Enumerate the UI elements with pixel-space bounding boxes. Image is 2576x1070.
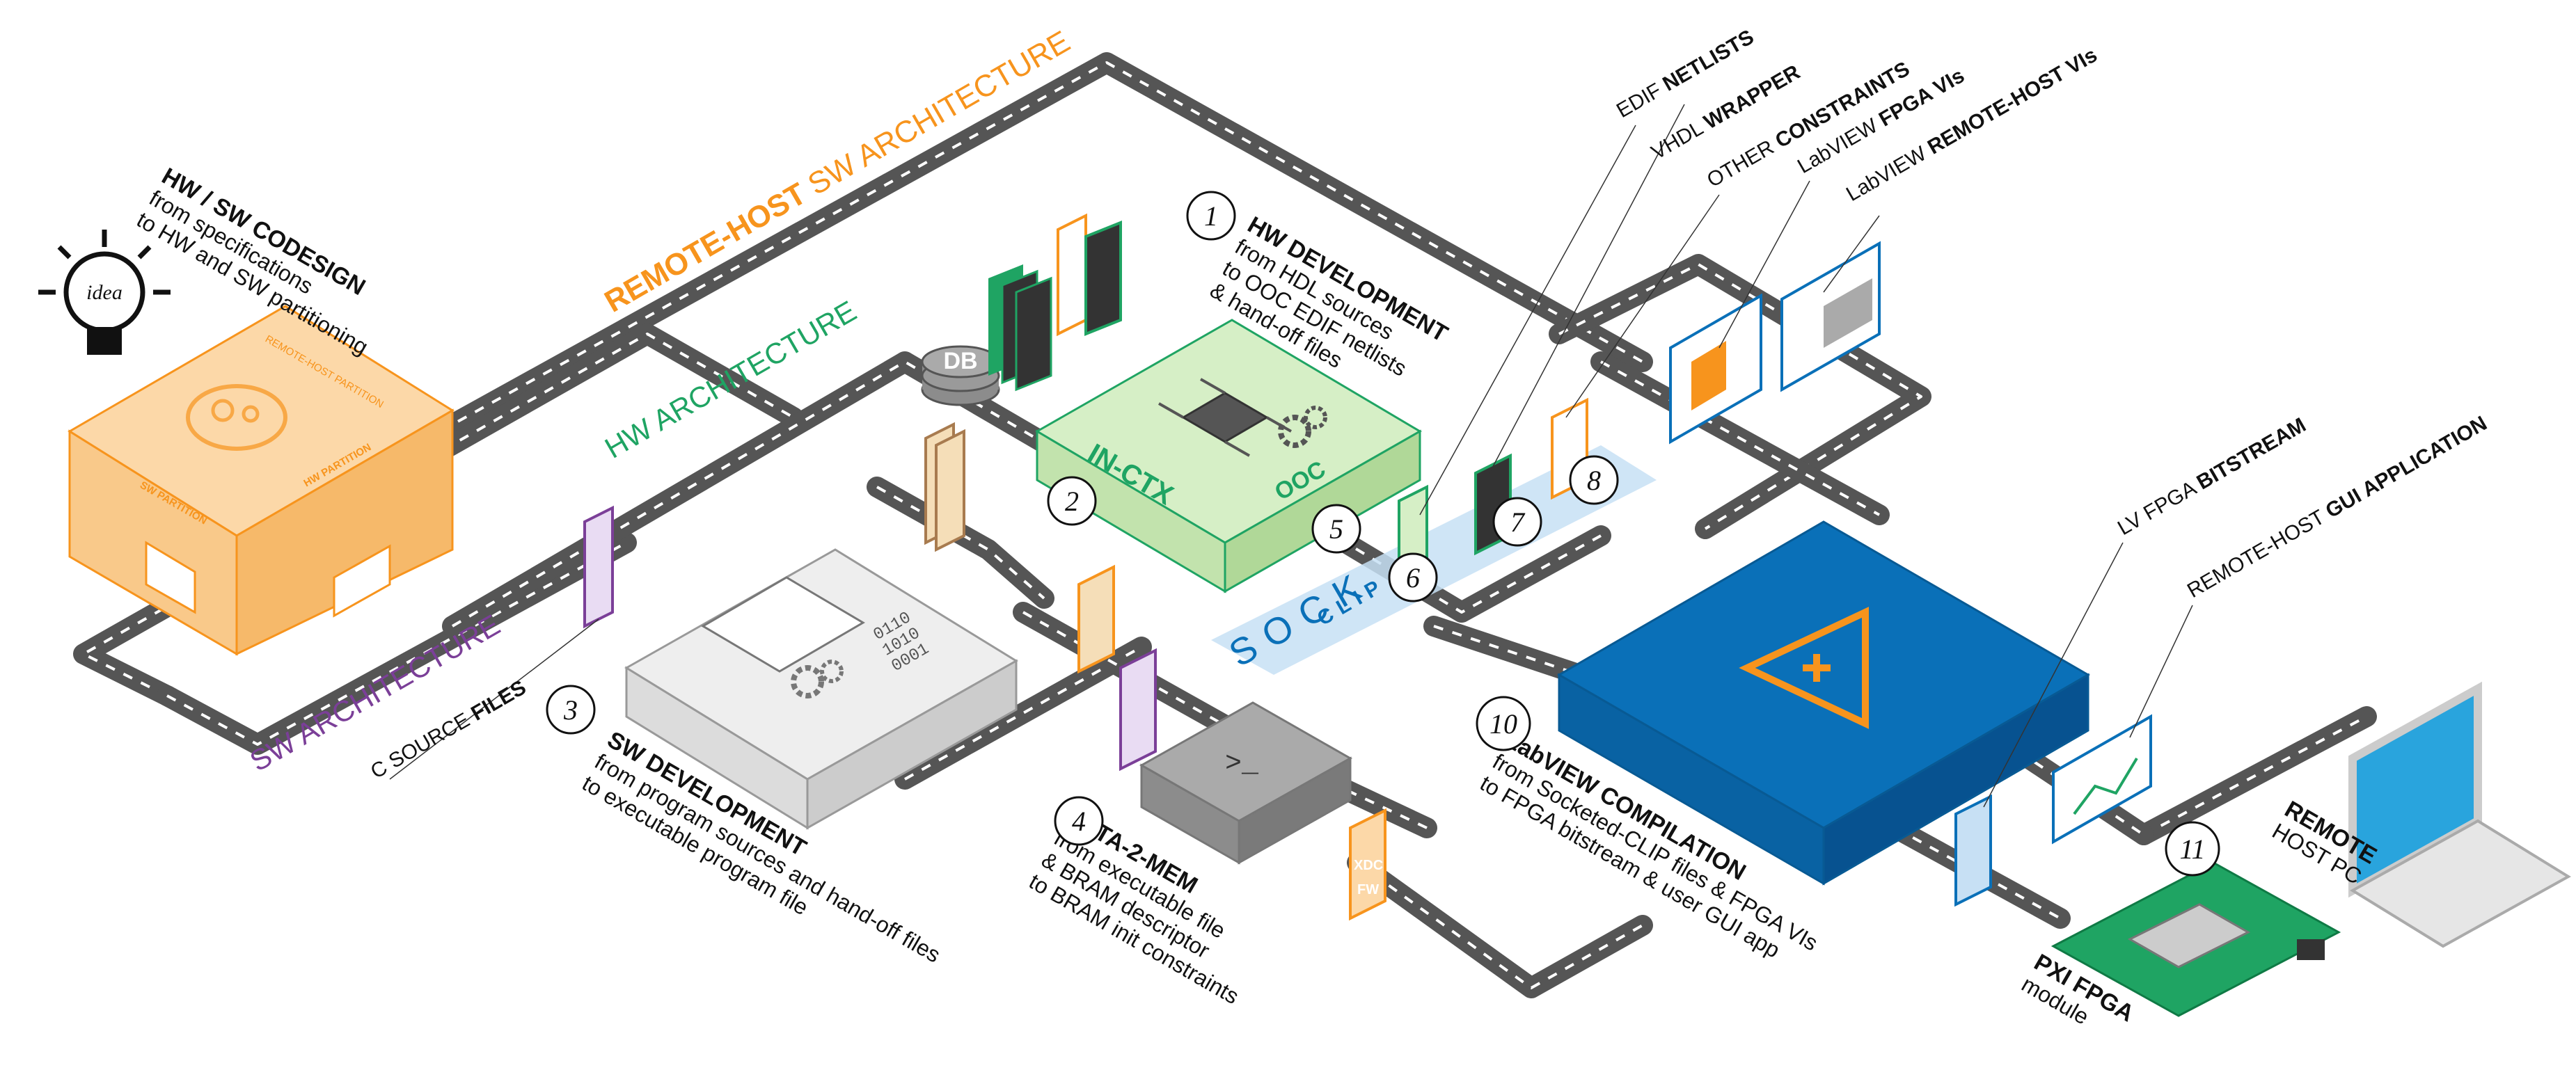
sw-arch-label: SW ARCHITECTURE [244, 608, 505, 778]
svg-text:8: 8 [1587, 465, 1601, 496]
svg-text:REMOTE-HOST GUI APPLICATION: REMOTE-HOST GUI APPLICATION [2183, 412, 2491, 602]
data2mem-block: >_ [1139, 701, 1353, 865]
remote-host-vi-icon [1780, 241, 1881, 392]
svg-text:LV FPGA BITSTREAM: LV FPGA BITSTREAM [2114, 413, 2310, 540]
svg-text:11: 11 [2179, 833, 2205, 865]
gui-app-caption: REMOTE-HOST GUI APPLICATION [2183, 412, 2491, 602]
step-6: 6 [1388, 552, 1438, 602]
svg-text:10: 10 [1490, 708, 1517, 740]
head-gears-icon [186, 384, 287, 451]
laptop-icon [2348, 681, 2571, 948]
gears-icon [791, 660, 844, 698]
codesign-block: REMOTE-HOST PARTITION SW PARTITION HW PA… [68, 305, 455, 656]
svg-text:FW: FW [1357, 882, 1379, 897]
svg-text:4: 4 [1072, 806, 1086, 837]
netlist-stack-icon [988, 264, 1052, 392]
idea-label: idea [86, 281, 123, 304]
step-8: 8 [1569, 455, 1619, 505]
step-7: 7 [1492, 497, 1542, 547]
chip-icon [1158, 378, 1292, 457]
svg-text:7: 7 [1510, 506, 1526, 538]
svg-text:1: 1 [1204, 200, 1218, 232]
fpga-vi-icon [1669, 293, 1762, 445]
step-10: 10 [1476, 696, 1531, 751]
svg-text:5: 5 [1329, 513, 1343, 545]
document-icon [1119, 648, 1157, 772]
gears-icon [1278, 406, 1327, 448]
document-icon [924, 422, 965, 552]
svg-text:2: 2 [1065, 486, 1079, 517]
bitstream-file-icon [1954, 794, 1992, 907]
step-3: 3 [546, 685, 596, 735]
document-icon [1057, 213, 1122, 337]
step-2: 2 [1047, 476, 1097, 526]
lv-compilation-block [1557, 520, 2090, 886]
c-source-file-icon [583, 505, 614, 629]
step-11: 11 [2165, 821, 2220, 877]
svg-text:>_: >_ [1225, 749, 1259, 780]
lv-bitstream-caption: LV FPGA BITSTREAM [2114, 413, 2310, 540]
step-1: 1 [1186, 191, 1236, 241]
db-label: DB [943, 348, 977, 374]
remote-host-suffix: SW ARCHITECTURE [795, 24, 1075, 206]
database-icon: DB [921, 345, 1000, 406]
pxi-board-icon [2050, 861, 2341, 1017]
sw-dev-block: 0110 1010 0001 [624, 548, 1018, 830]
svg-text:XDC: XDC [1354, 858, 1383, 873]
chart-window-icon [2052, 714, 2152, 845]
step-5: 5 [1311, 504, 1361, 554]
step-4: 4 [1054, 796, 1104, 846]
xdc-file-icon: XDC FW [1349, 808, 1386, 921]
terminal-icon: >_ [1225, 749, 1259, 780]
svg-text:3: 3 [563, 694, 578, 726]
lightbulb-icon: idea [38, 230, 171, 355]
code-window-icon [701, 576, 865, 673]
document-icon [1077, 564, 1115, 674]
labview-triangle-icon [1739, 607, 1869, 729]
svg-text:6: 6 [1406, 562, 1420, 593]
